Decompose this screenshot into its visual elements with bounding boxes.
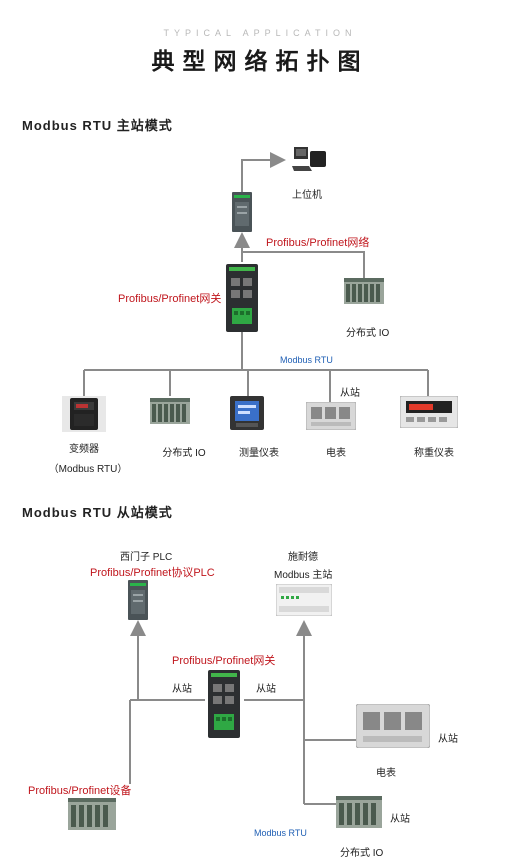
header-subtitle: TYPICAL APPLICATION [163,28,357,38]
schneider-label: 施耐德 [288,552,318,563]
master-section-title: Modbus RTU 主站模式 [22,118,173,133]
dist-io-icon [150,398,190,428]
page-title: 典型网络拓扑图 [151,49,369,75]
scale-icon [399,395,459,429]
io-slave-label: 从站 [390,814,410,825]
vfd-label: 变频器 [69,444,99,455]
plc-host-link [241,152,286,192]
power-meter-label: 电表 [326,448,346,459]
bus-label: Modbus RTU [280,355,333,365]
vfd-icon [62,396,106,432]
siemens-plc-icon [128,580,148,620]
slave-io-label: 分布式 IO [340,848,384,859]
host-label: 上位机 [292,190,322,201]
slave-gateway-label: Profibus/Profinet网关 [172,655,276,667]
plc-module-icon [232,192,252,232]
schneider-protocol-label: Modbus 主站 [274,570,333,581]
slave-dist-io-icon [336,796,382,832]
profibus-device-icon [68,798,116,834]
scale-label: 称重仪表 [414,448,454,459]
siemens-protocol-label: Profibus/Profinet协议PLC [90,567,215,579]
vfd-note: （Modbus RTU） [48,464,128,475]
gateway-device-icon [226,264,258,332]
slave-bus-label: Modbus RTU [254,828,307,838]
device-label: Profibus/Profinet设备 [28,785,132,797]
gateway-label: Profibus/Profinet网关 [118,293,222,305]
slave-power-meter-icon [355,703,431,749]
remote-io-icon [344,278,384,308]
slave-label: 从站 [340,388,360,399]
meter-icon [230,396,264,430]
slave-section-title: Modbus RTU 从站模式 [22,505,173,520]
slave-gateway-device-icon [208,670,240,738]
left-slave-label: 从站 [172,684,192,695]
schneider-plc-icon [275,583,333,617]
power-meter-icon [305,401,357,431]
slave-meter-label: 电表 [376,768,396,779]
meter-label: 测量仪表 [239,448,279,459]
right-slave-label: 从站 [256,684,276,695]
siemens-label: 西门子 PLC [120,552,173,563]
meter-slave-label: 从站 [438,734,458,745]
dist-io-label: 分布式 IO [162,448,206,459]
network-io-link [242,251,365,278]
remote-io-label: 分布式 IO [346,328,390,339]
host-computer-icon [292,146,328,172]
network-label: Profibus/Profinet网络 [266,237,370,249]
